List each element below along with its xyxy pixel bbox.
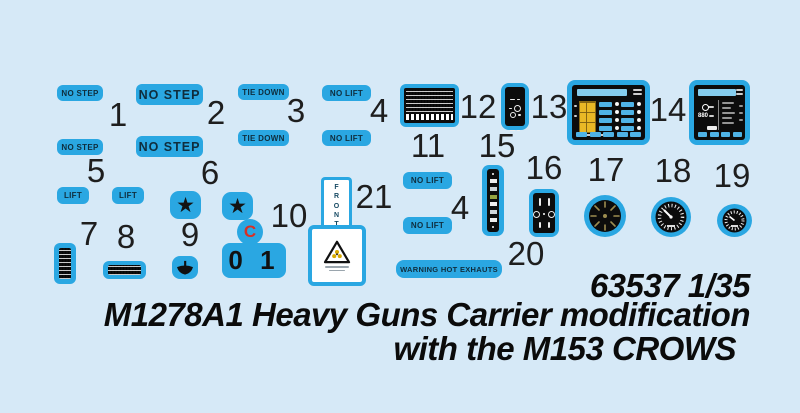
speedometer-gauge-icon — [655, 201, 687, 233]
item-number-17: 17 — [587, 151, 625, 188]
item-number-4b: 4 — [450, 189, 470, 226]
decal-gauge-18 — [651, 197, 691, 237]
item-number-12: 12 — [459, 88, 497, 125]
decal-switch-panel-16 — [529, 189, 559, 237]
display-screen-icon — [572, 85, 645, 140]
item-number-1: 1 — [108, 96, 128, 133]
decal-plate-8 — [103, 261, 146, 279]
decal-gauge-19 — [717, 204, 752, 237]
boat-symbol-icon — [177, 260, 193, 275]
item-number-4: 4 — [369, 92, 389, 129]
small-gauge-icon — [722, 208, 747, 233]
decal-no-lift-1: NO LIFT — [322, 85, 371, 101]
decal-no-lift-2: NO LIFT — [322, 130, 371, 146]
compass-gauge-icon — [589, 200, 621, 232]
item-number-11: 11 — [410, 127, 446, 164]
key-icon — [702, 104, 709, 111]
decal-no-step-large-1: NO STEP — [136, 84, 203, 105]
decal-lift-1: LIFT — [57, 187, 89, 204]
decal-strip-panel-15 — [482, 165, 504, 236]
item-number-14: 14 — [649, 91, 687, 128]
decal-lift-2: LIFT — [112, 187, 144, 204]
item-number-19: 19 — [713, 157, 751, 194]
star-icon: ★ — [176, 193, 195, 217]
switch-panel-icon — [533, 193, 555, 233]
warning-triangle-icon — [323, 240, 351, 264]
kit-title-line1: M1278A1 Heavy Guns Carrier modification — [103, 296, 751, 333]
strip-panel-icon — [487, 169, 499, 232]
decal-tie-down-2: TIE DOWN — [238, 130, 289, 146]
item-number-8: 8 — [116, 218, 136, 255]
kit-title-line2: with the M153 CROWS — [393, 330, 736, 367]
decal-star-1: ★ — [170, 191, 201, 219]
item-number-5: 5 — [86, 152, 106, 189]
item-number-7: 7 — [79, 215, 99, 252]
decal-no-step-small-1: NO STEP — [57, 85, 103, 101]
switch-panel-icon — [505, 87, 525, 131]
decal-warning-hot-exhaust: WARNING HOT EXHAUTS — [396, 260, 502, 278]
star-icon: ★ — [228, 194, 247, 218]
data-plate-icon — [108, 265, 141, 275]
item-number-6: 6 — [200, 154, 220, 191]
decal-plate-7 — [54, 243, 76, 284]
item-number-18: 18 — [654, 152, 692, 189]
item-number-20: 20 — [507, 235, 545, 272]
item-number-21: 21 — [355, 178, 393, 215]
decal-switch-panel-12 — [501, 83, 529, 131]
panel14-value: 880 — [698, 113, 709, 119]
item-number-15: 15 — [478, 127, 516, 164]
item-number-13: 13 — [530, 88, 568, 125]
item-number-10: 10 — [270, 197, 308, 234]
vehicle-silhouette-icon — [579, 101, 596, 133]
decal-tie-down-1: TIE DOWN — [238, 84, 289, 100]
kit-number: 63537 1/35 — [589, 267, 751, 304]
decal-no-step-large-2: NO STEP — [136, 136, 203, 157]
decal-no-step-small-2: NO STEP — [57, 139, 103, 155]
decal-data-plate-11 — [400, 84, 459, 127]
display-screen-icon: 880 — [694, 85, 745, 140]
decal-display-panel-13 — [567, 80, 650, 145]
decal-gauge-17 — [584, 195, 626, 237]
decal-display-panel-14: 880 — [689, 80, 750, 145]
item-number-2: 2 — [206, 94, 226, 131]
data-plate-icon — [59, 248, 71, 279]
decal-digits-01: 0 1 — [222, 243, 286, 278]
item-number-9: 9 — [180, 216, 200, 253]
decal-c-marking: C — [237, 219, 263, 245]
decal-symbol-9 — [172, 256, 198, 279]
decal-no-lift-3: NO LIFT — [403, 172, 452, 189]
front-label: FRONT — [333, 184, 340, 228]
data-plate-icon — [404, 88, 455, 123]
decal-no-lift-4: NO LIFT — [403, 217, 452, 234]
decal-star-2: ★ — [222, 192, 253, 220]
item-number-16: 16 — [525, 149, 563, 186]
item-number-3: 3 — [286, 92, 306, 129]
